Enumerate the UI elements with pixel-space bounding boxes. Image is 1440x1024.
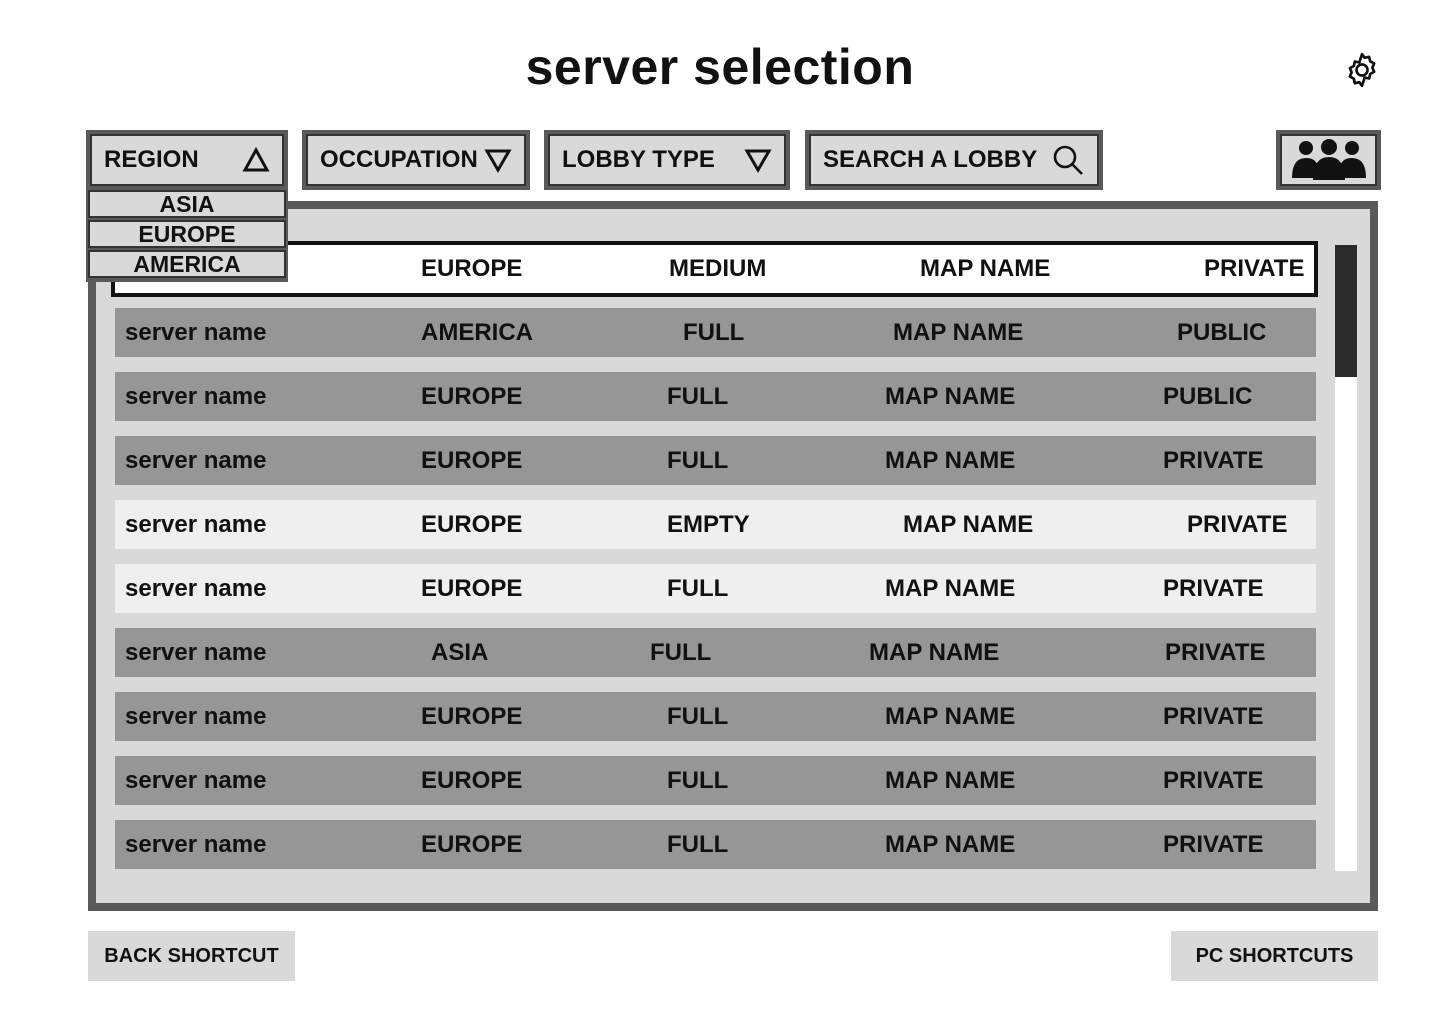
server-occupation-cell: FULL: [667, 702, 729, 730]
server-region-cell: EUROPE: [421, 702, 523, 730]
server-map-cell: MAP NAME: [920, 255, 1051, 282]
server-region-cell: EUROPE: [421, 446, 523, 474]
server-name-cell: server name: [125, 382, 267, 410]
server-occupation-cell: FULL: [667, 382, 729, 410]
server-row-selected[interactable]: EUROPE MEDIUM MAP NAME PRIVATE: [111, 241, 1318, 297]
server-name-cell: server name: [125, 830, 267, 858]
server-lobby-type-cell: PRIVATE: [1163, 574, 1264, 602]
server-name-cell: server name: [125, 510, 267, 538]
server-list-panel: EUROPE MEDIUM MAP NAME PRIVATE server name AM…: [88, 201, 1378, 911]
server-map-cell: MAP NAME: [885, 446, 1016, 474]
triangle-down-icon: [484, 149, 512, 173]
server-occupation-cell: MEDIUM: [669, 255, 767, 282]
triangle-up-icon: [242, 147, 270, 172]
server-map-cell: MAP NAME: [893, 318, 1024, 346]
server-map-cell: MAP NAME: [903, 510, 1034, 538]
server-row[interactable]: server name EUROPE FULL MAP NAME PRIVATE: [115, 692, 1316, 741]
server-row[interactable]: server name EUROPE FULL MAP NAME PRIVATE: [115, 564, 1316, 613]
server-lobby-type-cell: PRIVATE: [1204, 255, 1305, 282]
region-dropdown: ASIA EUROPE AMERICA: [86, 186, 288, 282]
region-option-europe[interactable]: EUROPE: [88, 220, 286, 248]
server-lobby-type-cell: PUBLIC: [1177, 318, 1267, 346]
server-lobby-type-cell: PRIVATE: [1163, 702, 1264, 730]
search-lobby-field[interactable]: SEARCH A LOBBY: [805, 130, 1103, 190]
server-name-cell: server name: [125, 638, 267, 666]
pc-shortcuts-button[interactable]: PC SHORTCUTS: [1171, 931, 1378, 981]
server-region-cell: AMERICA: [421, 318, 533, 346]
server-occupation-cell: FULL: [667, 766, 729, 794]
server-row[interactable]: server name EUROPE FULL MAP NAME PRIVATE: [115, 436, 1316, 485]
server-row[interactable]: server name EUROPE EMPTY MAP NAME PRIVATE: [115, 500, 1316, 549]
server-region-cell: EUROPE: [421, 766, 523, 794]
server-lobby-type-cell: PRIVATE: [1187, 510, 1288, 538]
scrollbar-thumb[interactable]: [1335, 245, 1357, 377]
back-shortcut-button[interactable]: BACK SHORTCUT: [88, 931, 295, 981]
server-row[interactable]: server name EUROPE FULL MAP NAME PUBLIC: [115, 372, 1316, 421]
server-row[interactable]: server name AMERICA FULL MAP NAME PUBLIC: [115, 308, 1316, 357]
occupation-filter[interactable]: OCCUPATION: [302, 130, 530, 190]
server-map-cell: MAP NAME: [869, 638, 1000, 666]
lobby-type-filter[interactable]: LOBBY TYPE: [544, 130, 790, 190]
server-map-cell: MAP NAME: [885, 766, 1016, 794]
search-lobby-label: SEARCH A LOBBY: [823, 146, 1038, 173]
server-occupation-cell: FULL: [667, 830, 729, 858]
server-lobby-type-cell: PRIVATE: [1163, 446, 1264, 474]
search-icon: [1053, 145, 1083, 175]
server-map-cell: MAP NAME: [885, 382, 1016, 410]
server-name-cell: server name: [125, 702, 267, 730]
server-region-cell: EUROPE: [421, 382, 523, 410]
server-region-cell: EUROPE: [421, 510, 523, 538]
server-lobby-type-cell: PUBLIC: [1163, 382, 1253, 410]
server-lobby-type-cell: PRIVATE: [1163, 830, 1264, 858]
server-occupation-cell: FULL: [683, 318, 745, 346]
region-option-asia[interactable]: ASIA: [88, 190, 286, 218]
server-region-cell: EUROPE: [421, 255, 523, 282]
server-occupation-cell: FULL: [667, 574, 729, 602]
server-occupation-cell: FULL: [650, 638, 712, 666]
server-name-cell: server name: [125, 574, 267, 602]
friends-button[interactable]: [1276, 130, 1381, 190]
server-lobby-type-cell: PRIVATE: [1165, 638, 1266, 666]
group-icon: [1291, 139, 1366, 180]
scrollbar[interactable]: [1335, 245, 1357, 871]
server-map-cell: MAP NAME: [885, 830, 1016, 858]
server-row[interactable]: server name EUROPE FULL MAP NAME PRIVATE: [115, 756, 1316, 805]
server-name-cell: server name: [125, 318, 267, 346]
server-name-cell: server name: [125, 446, 267, 474]
server-row[interactable]: server name EUROPE FULL MAP NAME PRIVATE: [115, 820, 1316, 869]
region-filter-label: REGION: [104, 146, 199, 173]
server-occupation-cell: EMPTY: [667, 510, 750, 538]
gear-icon[interactable]: [1342, 50, 1382, 90]
server-name-cell: server name: [125, 766, 267, 794]
server-row[interactable]: server name ASIA FULL MAP NAME PRIVATE: [115, 628, 1316, 677]
server-occupation-cell: FULL: [667, 446, 729, 474]
server-map-cell: MAP NAME: [885, 702, 1016, 730]
region-filter[interactable]: REGION: [86, 130, 288, 190]
server-region-cell: EUROPE: [421, 830, 523, 858]
server-lobby-type-cell: PRIVATE: [1163, 766, 1264, 794]
server-region-cell: EUROPE: [421, 574, 523, 602]
lobby-type-filter-label: LOBBY TYPE: [562, 146, 715, 173]
region-option-america[interactable]: AMERICA: [88, 250, 286, 278]
server-region-cell: ASIA: [431, 638, 489, 666]
server-map-cell: MAP NAME: [885, 574, 1016, 602]
page-title: server selection: [525, 39, 915, 95]
occupation-filter-label: OCCUPATION: [320, 146, 478, 173]
triangle-down-icon: [744, 149, 772, 173]
